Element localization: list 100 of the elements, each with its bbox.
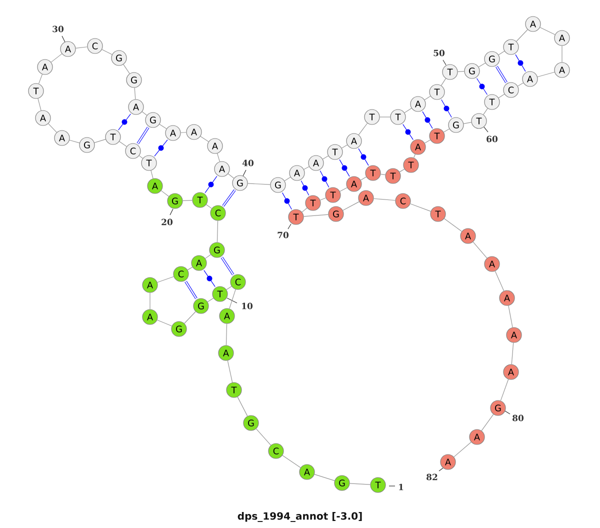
- base-pair-line: [184, 280, 198, 300]
- base-pair-line: [154, 140, 168, 156]
- backbone-line: [350, 483, 371, 485]
- backbone-line: [360, 176, 367, 180]
- position-number: 1: [399, 484, 404, 490]
- base-pair-line: [222, 189, 236, 207]
- backbone-line: [150, 170, 154, 179]
- backbone-line: [458, 71, 465, 72]
- backbone-line: [500, 379, 509, 401]
- position-number: 50: [434, 50, 445, 56]
- backbone-line: [483, 108, 488, 115]
- backbone-line: [75, 46, 88, 48]
- backbone-line: [247, 183, 270, 185]
- backbone-line: [303, 214, 329, 217]
- base-pair-line: [320, 170, 330, 188]
- backbone-line: [424, 140, 431, 144]
- backbone-line: [226, 286, 232, 290]
- backbone-line: [94, 139, 106, 144]
- base-pair-line: [204, 270, 216, 288]
- position-number: 30: [52, 26, 64, 32]
- backbone-line: [463, 122, 472, 124]
- backbone-line: [216, 220, 218, 243]
- backbone-line: [444, 218, 462, 232]
- backbone-line: [414, 154, 416, 158]
- position-number: 82: [426, 474, 438, 480]
- backbone-line: [205, 254, 211, 259]
- backbone-line: [157, 276, 174, 283]
- backbone-line: [102, 49, 112, 55]
- backbone-line: [138, 155, 144, 159]
- backbone-line: [48, 123, 57, 133]
- backbone-line: [320, 198, 326, 200]
- backbone-line: [184, 311, 196, 324]
- backbone-line: [373, 198, 396, 201]
- backbone-line: [119, 141, 127, 147]
- backbone-line: [256, 428, 272, 446]
- position-number: 10: [242, 302, 253, 310]
- backbone-line: [322, 156, 329, 160]
- backbone-line: [284, 176, 291, 182]
- base-pair-line: [476, 78, 488, 95]
- backbone-line: [226, 324, 228, 346]
- backbone-line: [282, 455, 301, 468]
- base-pair-line: [118, 114, 131, 130]
- position-number: 80: [512, 414, 524, 422]
- backbone-line: [472, 242, 488, 258]
- backbone-line: [540, 27, 556, 35]
- backbone-line: [440, 78, 446, 86]
- backbone-line: [134, 87, 136, 100]
- backbone-line: [516, 29, 528, 42]
- base-pair-line: [282, 192, 292, 210]
- backbone-line: [207, 298, 214, 302]
- backbone-line: [200, 136, 209, 142]
- caption: dps_1994_annot [-3.0]: [238, 512, 362, 522]
- base-pair-line: [136, 126, 150, 144]
- backbone-line: [123, 64, 130, 74]
- backbone-line: [69, 140, 80, 144]
- backbone-line: [342, 201, 360, 211]
- backbone-line: [228, 174, 234, 179]
- backbone-line: [380, 116, 390, 118]
- backbone-line: [216, 153, 220, 162]
- base-pair-line: [220, 256, 234, 276]
- backbone-line: [511, 342, 514, 365]
- base-pair-line: [339, 159, 350, 177]
- backbone-line: [302, 208, 308, 212]
- backbone-line: [180, 132, 187, 133]
- backbone-line: [478, 62, 486, 68]
- backbone-line: [399, 168, 405, 172]
- backbone-line: [508, 305, 513, 328]
- backbone-line: [159, 124, 167, 130]
- backbone-line: [160, 190, 170, 197]
- backbone-line: [517, 82, 524, 86]
- backbone-line: [498, 50, 505, 56]
- backbone-line: [38, 74, 43, 84]
- base-pair-line: [358, 148, 369, 166]
- backbone-line: [304, 166, 310, 170]
- backbone-line: [38, 98, 42, 111]
- backbone-line: [237, 396, 248, 416]
- backbone-line: [314, 474, 335, 481]
- backbone-line: [380, 174, 386, 176]
- backbone-line: [142, 111, 148, 116]
- backbone-line: [410, 203, 431, 212]
- position-number: 40: [242, 160, 254, 166]
- base-pair-line: [402, 124, 414, 140]
- backbone-line: [404, 108, 412, 114]
- backbone-line: [340, 187, 348, 192]
- backbone-line: [481, 414, 494, 431]
- position-number: 70: [278, 232, 289, 238]
- base-pair-line: [300, 180, 310, 196]
- base-pair-line: [515, 54, 526, 72]
- position-number: 60: [486, 136, 498, 142]
- base-pair-line: [496, 66, 508, 84]
- backbone-line: [498, 94, 505, 98]
- backbone-line: [494, 270, 504, 292]
- backbone-line: [227, 360, 233, 383]
- position-number: 20: [162, 218, 173, 226]
- backbone-line: [50, 54, 62, 62]
- backbone-line: [182, 200, 193, 201]
- backbone-line: [424, 96, 431, 100]
- backbone-line: [229, 289, 236, 309]
- backbone-line: [187, 266, 193, 270]
- backbone-line: [537, 72, 555, 78]
